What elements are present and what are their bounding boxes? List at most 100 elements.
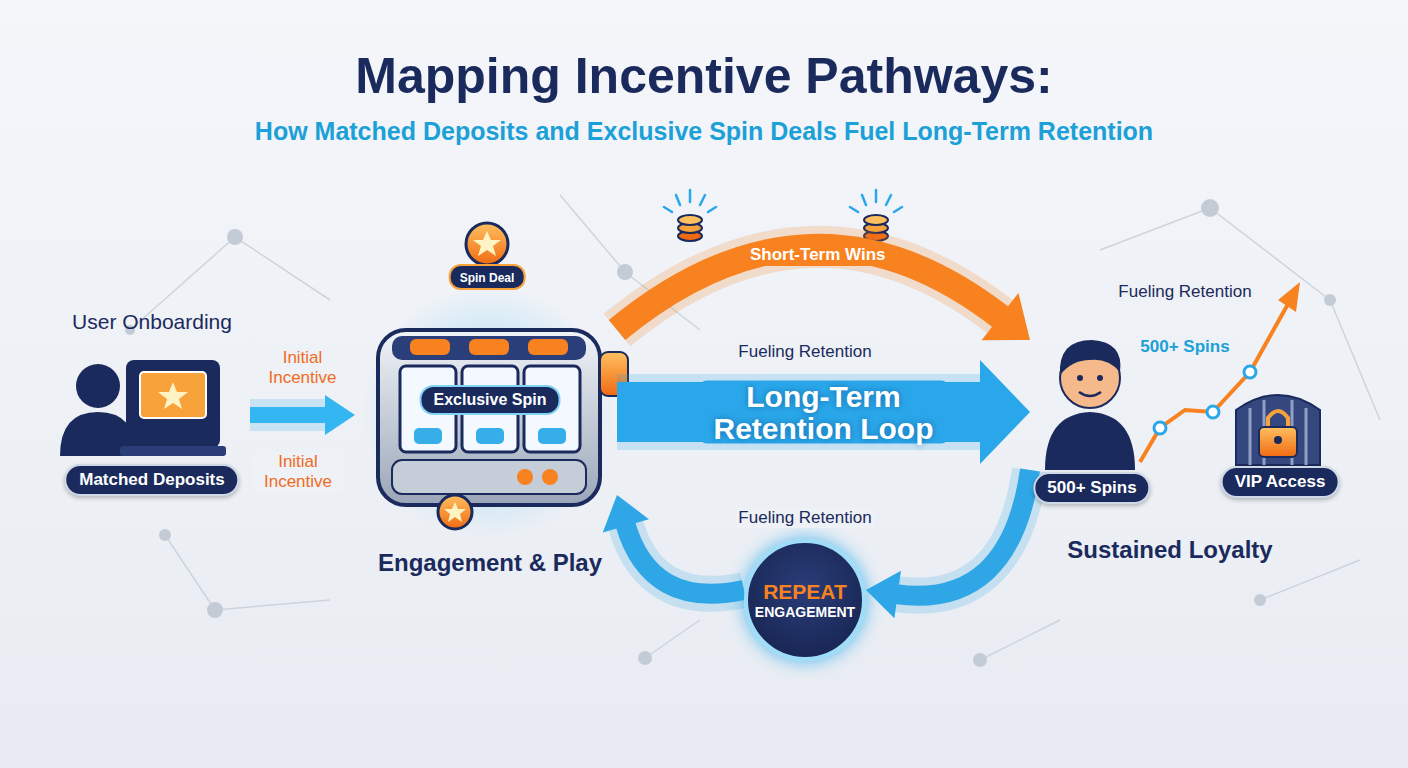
user-head	[76, 364, 120, 408]
top-light	[469, 339, 509, 355]
chart-point	[1154, 422, 1166, 434]
connector-glow	[617, 374, 982, 450]
padlock	[1259, 427, 1297, 457]
node-text: 500+ Spins	[1047, 478, 1136, 497]
button	[517, 469, 533, 485]
star	[444, 502, 466, 522]
connector	[866, 470, 1030, 618]
network-dot	[227, 229, 243, 245]
gate-bars	[1250, 400, 1306, 465]
subtitle: How Matched Deposits and Exclusive Spin …	[255, 117, 1153, 146]
edge-label: Short-Term Wins	[742, 244, 894, 266]
machine-top	[392, 336, 586, 360]
annotation: Initial Incentive	[253, 452, 343, 493]
arrowhead	[866, 571, 901, 619]
badge-pill: 500+ Spins	[1033, 472, 1150, 504]
network-dot	[1324, 294, 1336, 306]
keyhole	[1274, 436, 1282, 444]
network-dot	[159, 529, 171, 541]
network-lines	[130, 195, 1380, 660]
eye	[1097, 375, 1103, 381]
terminal	[126, 360, 220, 448]
vip-gate	[1236, 395, 1320, 465]
machine-body	[378, 330, 600, 505]
network-line	[130, 195, 1380, 660]
pill-label: Matched Deposits	[64, 464, 239, 496]
network-dot	[617, 264, 633, 280]
annotation: Fueling Retention	[1115, 282, 1254, 302]
connector-line	[896, 470, 1030, 596]
arrowhead	[982, 293, 1030, 340]
edge-label: Initial Incentive	[258, 348, 348, 389]
top-light	[410, 339, 450, 355]
node-text: Spin Deal	[460, 271, 515, 285]
slot-machine-group: Exclusive SpinEngagement & Play	[355, 315, 617, 580]
connector-line	[250, 407, 327, 423]
coin	[678, 215, 702, 225]
node-text: VIP Access	[1235, 472, 1326, 491]
network-dot	[973, 653, 987, 667]
terminal-base	[120, 446, 226, 456]
connector-glow	[896, 470, 1030, 596]
reel-symbol	[538, 428, 566, 444]
node-heading: Engagement & Play	[378, 549, 602, 577]
star	[158, 382, 188, 409]
connector-glow	[250, 399, 327, 431]
node-text: REPEAT ENGAGEMENT	[753, 580, 857, 620]
network-dots	[125, 199, 1336, 667]
shackle	[1268, 411, 1288, 428]
slot-machine	[363, 287, 628, 537]
annotation: Fueling Retention	[735, 342, 874, 362]
top-light	[528, 339, 568, 355]
sparkle	[664, 190, 902, 212]
reel-symbol	[414, 428, 442, 444]
arrowhead	[603, 495, 649, 532]
network-dot	[1254, 594, 1266, 606]
loop-circle: REPEAT ENGAGEMENT	[744, 539, 866, 661]
user-hair	[1060, 340, 1121, 375]
star-coin	[438, 495, 472, 529]
loyal-user-icon	[1045, 340, 1135, 470]
spin-deal-coin	[466, 223, 508, 265]
connector	[250, 395, 355, 435]
badge-pill: VIP Access	[1221, 466, 1340, 498]
network-dot	[1201, 199, 1219, 217]
chart-point	[1244, 366, 1256, 378]
annotation: Fueling Retention	[735, 508, 874, 528]
terminal-screen	[140, 372, 206, 418]
chart-point	[1207, 406, 1219, 418]
pill-label: Exclusive Spin	[420, 385, 561, 415]
gate	[1236, 395, 1320, 465]
arrowhead	[325, 395, 355, 435]
arrowhead	[980, 360, 1030, 464]
eye	[1077, 375, 1083, 381]
network-dot	[207, 602, 223, 618]
coin	[864, 215, 888, 225]
growth-chart	[1140, 282, 1300, 462]
user-body	[1045, 412, 1135, 470]
node-heading: Sustained Loyalty	[1067, 536, 1272, 564]
reel-symbol	[476, 428, 504, 444]
glow	[363, 287, 613, 537]
button	[542, 469, 558, 485]
chart-line	[1140, 304, 1288, 462]
network-dot	[638, 651, 652, 665]
badge-pill: Spin Deal	[449, 264, 526, 290]
connector	[617, 360, 1030, 464]
user-icon	[60, 360, 226, 456]
title: Mapping Incentive Pathways:	[355, 47, 1052, 105]
smile	[1079, 392, 1101, 396]
connector-glow	[625, 524, 744, 594]
button-panel	[392, 460, 586, 494]
onboarding-group: User OnboardingMatched Deposits	[55, 300, 250, 505]
connector-line	[625, 524, 744, 594]
annotation: 500+ Spins	[1137, 337, 1232, 357]
connector	[603, 495, 744, 594]
chart-arrow	[1278, 282, 1300, 312]
edge-label: Long-Term Retention Loop	[699, 381, 949, 444]
star	[473, 231, 501, 256]
coin	[466, 223, 508, 265]
node-heading: User Onboarding	[72, 310, 232, 334]
